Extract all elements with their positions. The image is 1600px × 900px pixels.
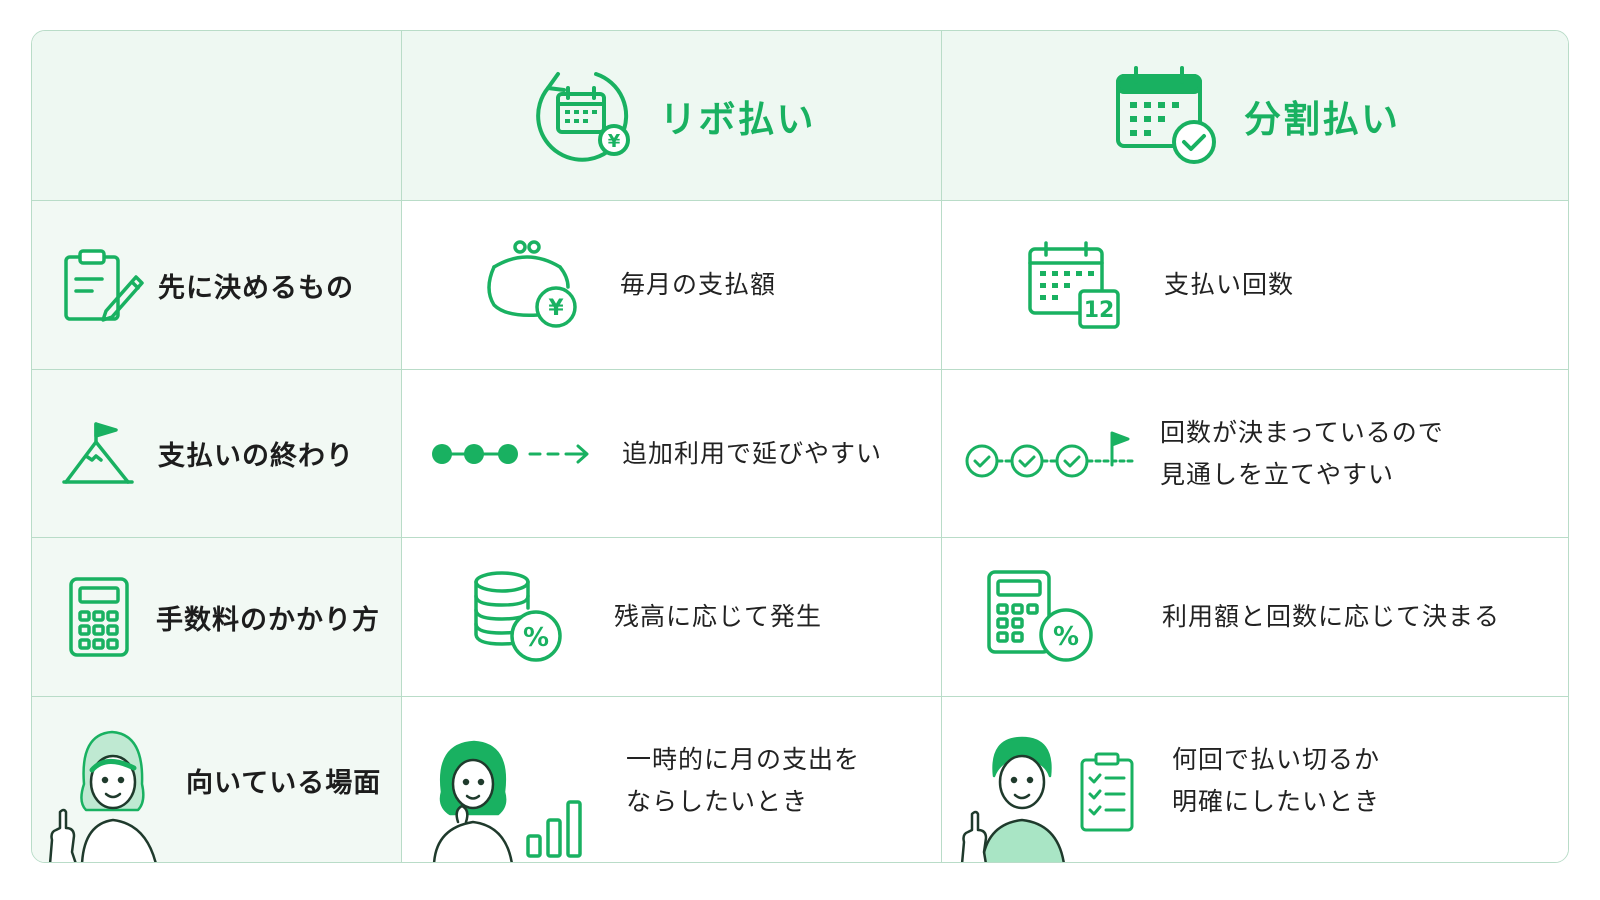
revo-scene-text-line1: 一時的に月の支出を [626,745,861,775]
installment-scene-cell: 何回で払い切るか 明確にしたいとき [942,697,1568,862]
header-revo: ¥ リボ払い [402,31,942,201]
revo-end-cell: 追加利用で延びやすい [402,370,942,538]
revo-decide-cell: ¥ 毎月の支払額 [402,201,942,370]
row-label-end: 支払いの終わり [32,370,402,538]
header-empty-cell [32,31,402,201]
revolving-calendar-yen-icon: ¥ [535,71,630,162]
installment-fee-text: 利用額と回数に応じて決まる [1162,602,1501,632]
revo-end-text: 追加利用で延びやすい [622,438,883,468]
installment-end-text-line2: 見通しを立てやすい [1160,459,1395,489]
checks-flag-icon [965,431,1134,477]
calendar-check-icon [1116,65,1216,164]
yen-symbol: ¥ [607,131,620,152]
installment-fee-cell: % 利用額と回数に応じて決まる [942,538,1568,697]
installment-end-text-line1: 回数が決まっているので [1160,418,1444,448]
percent-symbol: % [1053,622,1079,652]
row-label-decide-text: 先に決めるもの [158,272,354,304]
woman-thinking-bars-icon [432,740,582,862]
dots-arrow-icon [432,443,589,464]
percent-symbol: % [523,623,549,653]
comparison-table: ¥ リボ払い 分割払い 先に決めるもの [31,30,1569,863]
installment-decide-cell: 12 支払い回数 [942,201,1568,370]
calculator-percent-icon: % [987,570,1093,662]
calendar-12-icon: 12 [1028,241,1120,329]
row-label-fee: 手数料のかかり方 [32,538,402,697]
mountain-flag-icon [62,421,134,484]
installment-decide-text: 支払い回数 [1164,270,1295,300]
row-label-scene: 向いている場面 [32,697,402,862]
revo-scene-text-line2: ならしたいとき [626,786,809,816]
coins-percent-icon: % [474,571,562,662]
clipboard-pen-icon [64,249,144,322]
installment-end-cell: 回数が決まっているので 見通しを立てやすい [942,370,1568,538]
man-pointing-checklist-icon [960,736,1134,862]
coin-purse-yen-icon: ¥ [487,240,577,328]
row-label-end-text: 支払いの終わり [158,441,354,472]
revo-scene-cell: 一時的に月の支出を ならしたいとき [402,697,942,862]
row-label-decide: 先に決めるもの [32,201,402,370]
calendar-number: 12 [1084,298,1115,323]
row-label-fee-text: 手数料のかかり方 [156,604,380,636]
calculator-icon [69,577,129,657]
yen-symbol: ¥ [548,296,564,321]
revo-fee-cell: % 残高に応じて発生 [402,538,942,697]
woman-pointing-icon [48,730,157,862]
revo-fee-text: 残高に応じて発生 [614,602,823,632]
revo-title: リボ払い [659,97,816,141]
installment-title: 分割払い [1244,97,1400,141]
installment-scene-text-line2: 明確にしたいとき [1172,786,1381,816]
installment-scene-text-line1: 何回で払い切るか [1172,745,1381,775]
revo-decide-text: 毎月の支払額 [620,270,777,300]
header-installment: 分割払い [942,31,1568,201]
row-label-scene-text: 向いている場面 [186,768,382,799]
